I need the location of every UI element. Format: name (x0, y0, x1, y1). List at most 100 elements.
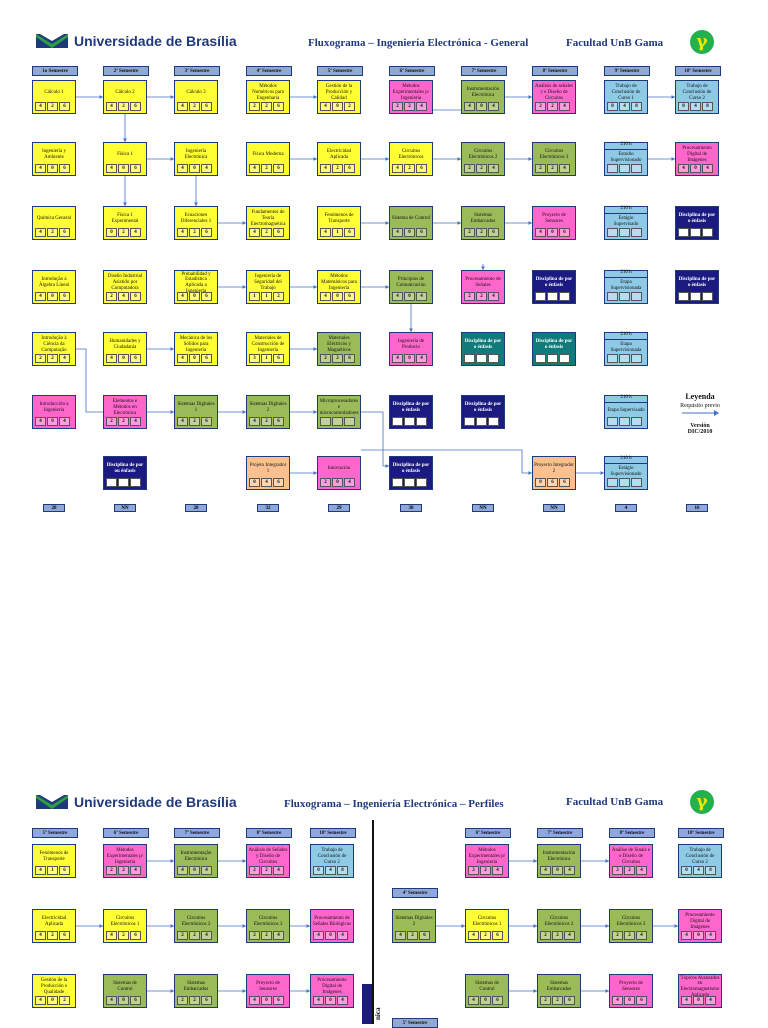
credit-cell: 2 (249, 102, 260, 111)
course-disciplina-de-por-o-enfasis[interactable]: Disciplina de por o énfasis (532, 332, 576, 366)
credit-cell (559, 354, 570, 363)
course-name: Circuitos Electrónicos 2 (181, 916, 211, 927)
course-disciplina-de-por-o-enfasis[interactable]: Disciplina de por o énfasis (461, 332, 505, 366)
course-topicos-avanzados-en-electromagnetismo-aplicado[interactable]: Tópicos Avanzados en Electromagnetismo A… (678, 974, 722, 1008)
course-disciplina-de-por-o-enfasis[interactable]: Disciplina de por o énfasis (532, 270, 576, 304)
course-probabilidad-y-estadistica-aplicada-a-ingenieria[interactable]: Probabilidad y Estadística Aplicada a In… (174, 270, 218, 304)
course-disciplina-de-por-o-enfasis[interactable]: Disciplina de por o énfasis (675, 270, 719, 304)
course-microprocesadores-e-microcontroladores[interactable]: Microprocesadores e microcontroladores (317, 395, 361, 429)
course-disciplina-de-por-o-enfasis[interactable]: Disciplina de por o énfasis (389, 395, 433, 429)
course-disciplina-de-por-o-enfasis[interactable]: Disciplina de por o énfasis (461, 395, 505, 429)
course-materiales-de-construccion-de-ingenieria[interactable]: Materiales de Construcción de Ingeniería… (246, 332, 290, 366)
course-disciplina-de-por-o-enfasis[interactable]: Disciplina de por o énfasis (675, 206, 719, 240)
course-analisis-de-senales-y-e-diseno-de-circuitos[interactable]: Análisis de señales y e Diseño de Circui… (532, 80, 576, 114)
credit-cell (607, 417, 618, 426)
course-disciplina-de-por-o-enfasis[interactable]: Disciplina de por o énfasis (389, 456, 433, 490)
course-diseno-industrial-asistido-por-computadora[interactable]: Diseño Industrial Asistido por Computado… (103, 270, 147, 304)
course-analise-de-sinais-e-e-diseno-de-circuitos[interactable]: Análise de Sinais e e Diseño de Circuito… (609, 844, 653, 878)
course-analisis-de-senales-y-diseno-de-circuitos[interactable]: Análisis de Señales y Diseño de Circuito… (246, 844, 290, 878)
course-disciplina-de-por-ou-enfasis[interactable]: Disciplina de por ou énfasis (103, 456, 147, 490)
credit-cell: 4 (249, 996, 260, 1005)
